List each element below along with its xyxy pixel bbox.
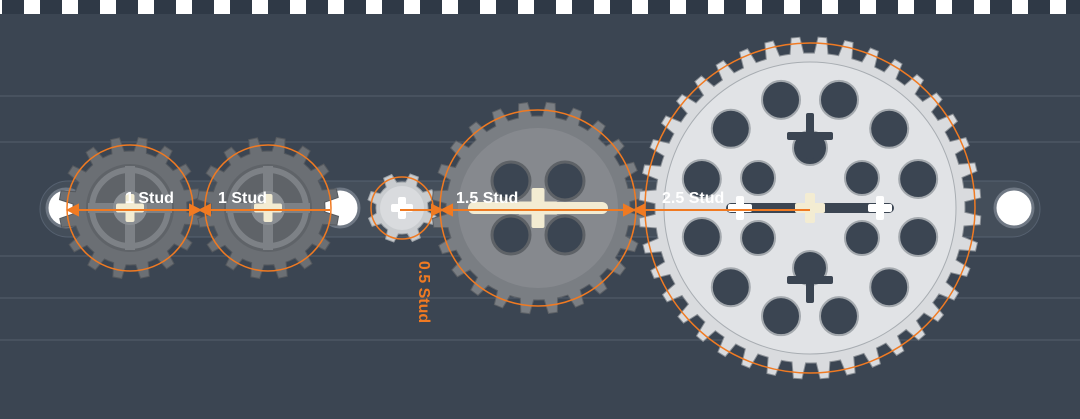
gear5-hole bbox=[818, 296, 859, 337]
gear5-hole bbox=[869, 267, 910, 308]
gear3 bbox=[367, 173, 437, 243]
gear5-hole bbox=[843, 220, 880, 256]
gear5-hole bbox=[710, 108, 751, 149]
gear2-radius-label: 1 Stud bbox=[218, 190, 267, 207]
gear4-axle bbox=[518, 188, 558, 228]
gear4 bbox=[431, 101, 645, 315]
gear5-hole bbox=[740, 160, 777, 196]
gear5-hole bbox=[898, 216, 939, 257]
gear5-slot bbox=[787, 113, 833, 159]
beam-hole-right bbox=[993, 187, 1035, 229]
gear5-hole bbox=[843, 160, 880, 196]
gears bbox=[58, 36, 982, 380]
gear5-hole bbox=[710, 267, 751, 308]
gear2 bbox=[196, 136, 340, 280]
gear5-hole bbox=[740, 220, 777, 256]
gear4-hole bbox=[544, 214, 586, 256]
gear5-hole bbox=[898, 159, 939, 200]
gear5-hole bbox=[761, 296, 802, 337]
gear5-hole bbox=[761, 79, 802, 120]
gear4-hole bbox=[490, 214, 532, 256]
gear5-radius-label: 2.5 Stud bbox=[662, 190, 724, 207]
gear1 bbox=[58, 136, 202, 280]
gear5 bbox=[638, 36, 982, 380]
gear5-hole bbox=[869, 108, 910, 149]
gear5-slot bbox=[787, 257, 833, 303]
gear5-hole bbox=[818, 79, 859, 120]
gear5-hole bbox=[681, 216, 722, 257]
gear3-radius-label: 0.5 Stud bbox=[415, 261, 432, 323]
gear4-hole bbox=[490, 160, 532, 202]
top-strip bbox=[0, 0, 1080, 14]
radius-arrows bbox=[65, 203, 810, 217]
gear1-radius-label: 1 Stud bbox=[125, 190, 174, 207]
gear5-hole bbox=[681, 159, 722, 200]
gear4-hole bbox=[544, 160, 586, 202]
gear5-side-axle bbox=[868, 196, 892, 220]
gear4-radius-label: 1.5 Stud bbox=[456, 190, 518, 207]
